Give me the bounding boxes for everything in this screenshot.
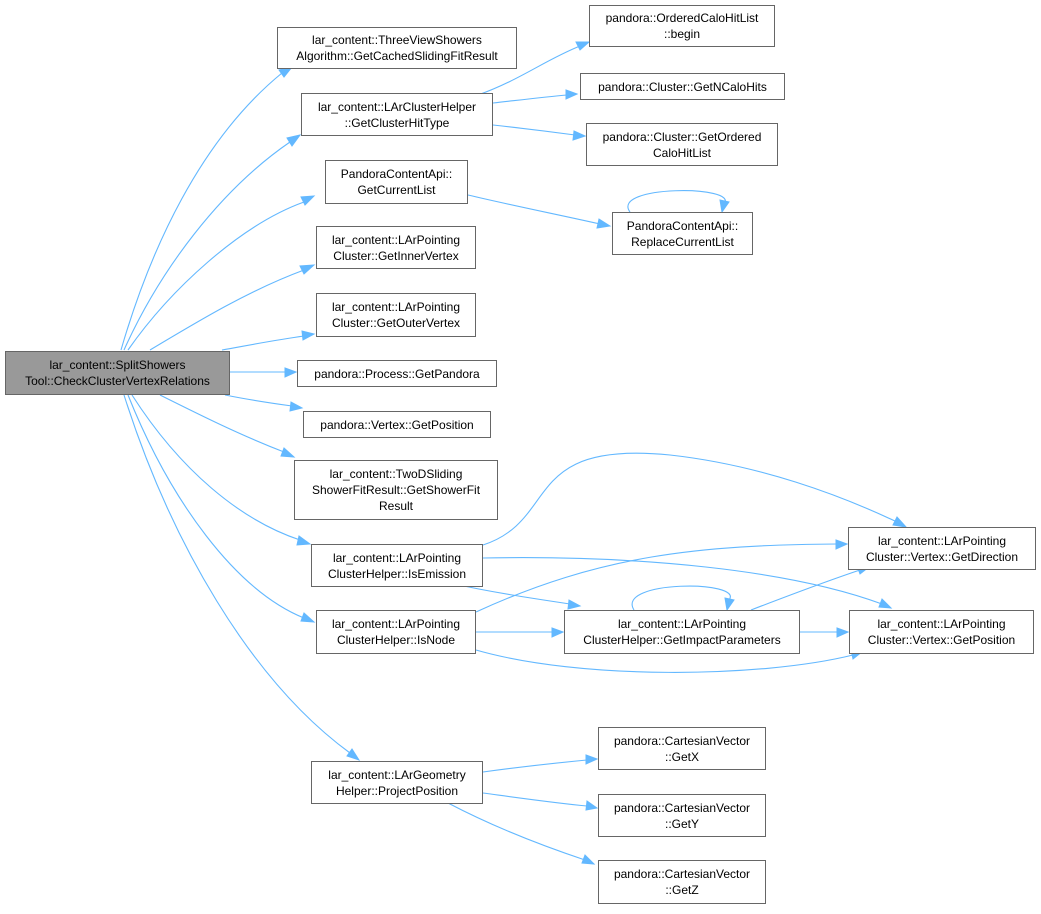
node-label: lar_content::LArGeometry Helper::Project…	[328, 767, 466, 798]
edge-get-current-list-replace-current-list	[467, 194, 601, 225]
edge-root-get-cluster-hit-type	[123, 141, 291, 351]
node-get-current-list[interactable]: PandoraContentApi:: GetCurrentList	[325, 160, 468, 204]
edge-is-node-pointing-vertex-position	[475, 649, 854, 673]
node-label: lar_content::LArPointing Cluster::Vertex…	[865, 533, 1019, 564]
node-replace-current-list[interactable]: PandoraContentApi:: ReplaceCurrentList	[612, 212, 753, 255]
node-cartesian-get-x[interactable]: pandora::CartesianVector ::GetX	[598, 727, 766, 770]
edge-replace-current-list-self-loop	[627, 190, 726, 213]
node-label: PandoraContentApi:: ReplaceCurrentList	[626, 218, 739, 249]
edge-root-get-shower-fit-result	[159, 394, 285, 453]
node-label: pandora::Process::GetPandora	[314, 366, 480, 381]
edge-get-cluster-hit-type-n-calo-hits	[492, 94, 568, 104]
edge-arrow	[836, 627, 850, 638]
edge-root-is-node	[127, 394, 305, 619]
edge-project-position-get-z	[447, 802, 586, 861]
node-cluster-get-ordered-calo-hit-list[interactable]: pandora::Cluster::GetOrdered CaloHitList	[586, 123, 778, 166]
node-get-shower-fit-result[interactable]: lar_content::TwoDSliding ShowerFitResult…	[294, 460, 498, 520]
node-label: pandora::Vertex::GetPosition	[320, 417, 474, 432]
edge-arrow	[280, 447, 296, 458]
edge-arrow	[581, 854, 596, 865]
node-process-get-pandora[interactable]: pandora::Process::GetPandora	[297, 360, 497, 387]
node-is-node[interactable]: lar_content::LArPointing ClusterHelper::…	[316, 610, 476, 654]
node-ordered-calo-hit-list-begin[interactable]: pandora::OrderedCaloHitList ::begin	[589, 5, 775, 47]
node-label: PandoraContentApi:: GetCurrentList	[340, 167, 453, 197]
edge-arrow	[719, 199, 730, 214]
node-project-position[interactable]: lar_content::LArGeometry Helper::Project…	[311, 761, 483, 804]
edge-arrow	[835, 539, 849, 550]
node-get-cluster-hit-type[interactable]: lar_content::LArClusterHelper ::GetClust…	[301, 93, 493, 136]
node-label: lar_content::LArPointing Cluster::GetOut…	[331, 300, 461, 330]
node-label: lar_content::SplitShowers Tool::CheckClu…	[25, 358, 210, 388]
edge-arrow	[289, 401, 304, 412]
node-label: pandora::OrderedCaloHitList ::begin	[605, 11, 759, 41]
edge-arrow	[346, 748, 361, 761]
node-label: pandora::CartesianVector ::GetY	[613, 800, 751, 831]
node-get-cached-sliding-fit-result[interactable]: lar_content::ThreeViewShowers Algorithm:…	[277, 27, 517, 69]
node-is-emission[interactable]: lar_content::LArPointing ClusterHelper::…	[311, 544, 483, 587]
edge-arrow	[585, 800, 599, 811]
node-label: lar_content::LArPointing ClusterHelper::…	[331, 617, 461, 647]
node-label: lar_content::LArPointing Cluster::Vertex…	[867, 617, 1016, 647]
node-check-cluster-vertex-relations: lar_content::SplitShowers Tool::CheckClu…	[5, 351, 230, 395]
edge-arrow	[572, 130, 587, 141]
edge-project-position-get-x	[482, 759, 588, 773]
edge-root-get-outer-vertex	[221, 335, 305, 351]
edge-arrow	[878, 598, 893, 609]
node-label: pandora::CartesianVector ::GetX	[613, 733, 751, 764]
edge-root-is-emission	[131, 394, 301, 541]
edge-arrow	[284, 367, 298, 378]
edge-is-emission-pointing-vertex-position	[482, 557, 883, 605]
edge-arrow	[575, 41, 591, 51]
node-label: pandora::Cluster::GetOrdered CaloHitList	[602, 129, 762, 160]
edge-is-emission-get-direction-arc	[482, 452, 898, 546]
node-pointing-vertex-get-direction[interactable]: lar_content::LArPointing Cluster::Vertex…	[848, 527, 1036, 570]
edge-root-get-cached-sliding-fit	[120, 72, 283, 351]
edge-arrow	[724, 597, 735, 612]
edge-is-node-get-direction	[475, 543, 838, 613]
node-label: pandora::Cluster::GetNCaloHits	[598, 79, 767, 94]
edge-arrow	[892, 516, 908, 528]
edge-get-impact-parameters-get-direction	[750, 569, 861, 611]
edge-arrow	[286, 134, 302, 147]
edge-arrow	[296, 535, 312, 546]
edge-arrow	[551, 627, 565, 638]
edge-arrow	[300, 195, 316, 206]
node-pointing-vertex-get-position[interactable]: lar_content::LArPointing Cluster::Vertex…	[849, 610, 1034, 654]
node-label: lar_content::TwoDSliding ShowerFitResult…	[311, 467, 481, 513]
node-label: pandora::CartesianVector ::GetZ	[613, 867, 751, 897]
edge-project-position-get-y	[482, 792, 588, 807]
edge-get-impact-parameters-self-loop	[631, 585, 731, 611]
edge-root-project-position	[123, 394, 351, 754]
edge-arrow	[301, 330, 316, 341]
node-label: lar_content::LArClusterHelper ::GetClust…	[317, 99, 477, 130]
edge-arrow	[596, 218, 612, 229]
edge-get-cluster-hit-type-ordered-list	[492, 124, 576, 136]
edge-root-vertex-get-position	[224, 394, 293, 407]
node-label: lar_content::LArPointing ClusterHelper::…	[327, 550, 467, 581]
edge-get-cluster-hit-type-begin	[477, 45, 581, 96]
edge-arrow	[300, 612, 316, 623]
edge-arrow	[299, 264, 316, 275]
edge-arrow	[585, 754, 599, 765]
edge-root-get-current-list	[127, 201, 305, 351]
edge-root-get-inner-vertex	[149, 269, 305, 351]
node-label: lar_content::LArPointing Cluster::GetInn…	[331, 232, 461, 263]
node-label: lar_content::LArPointing ClusterHelper::…	[583, 617, 781, 647]
node-label: lar_content::ThreeViewShowers Algorithm:…	[296, 33, 498, 63]
edge-arrow	[567, 599, 582, 610]
edge-arrow	[565, 89, 579, 100]
node-get-inner-vertex[interactable]: lar_content::LArPointing Cluster::GetInn…	[316, 226, 476, 269]
node-cartesian-get-z[interactable]: pandora::CartesianVector ::GetZ	[598, 860, 766, 904]
node-get-outer-vertex[interactable]: lar_content::LArPointing Cluster::GetOut…	[316, 293, 476, 337]
node-cartesian-get-y[interactable]: pandora::CartesianVector ::GetY	[598, 794, 766, 837]
node-vertex-get-position[interactable]: pandora::Vertex::GetPosition	[303, 411, 491, 438]
node-get-impact-parameters[interactable]: lar_content::LArPointing ClusterHelper::…	[564, 610, 800, 654]
node-cluster-get-n-calo-hits[interactable]: pandora::Cluster::GetNCaloHits	[580, 73, 785, 100]
